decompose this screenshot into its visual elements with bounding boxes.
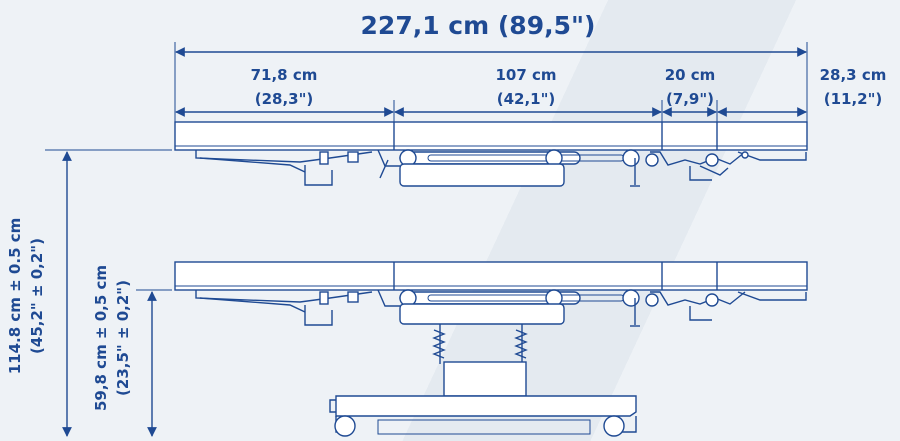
min-height-inch-label: (23,5" ± 0,2") bbox=[114, 280, 132, 396]
base-frame bbox=[335, 395, 637, 417]
segment-head-cm-label: 71,8 cm bbox=[251, 66, 318, 84]
min-height-cm-label: 59,8 cm ± 0,5 cm bbox=[92, 265, 110, 411]
max-height-inch-label: (45,2" ± 0,2") bbox=[28, 238, 46, 354]
upper-center-block bbox=[399, 163, 565, 187]
segment-foot-inch-label: (11,2") bbox=[824, 90, 883, 108]
lower-table-drawing bbox=[174, 261, 808, 437]
upper-tabletop bbox=[174, 121, 808, 151]
total-length-label: 227,1 cm (89,5") bbox=[361, 11, 596, 40]
caster-left bbox=[334, 415, 356, 437]
segment-small-cm-label: 20 cm bbox=[665, 66, 716, 84]
caster-right bbox=[603, 415, 625, 437]
segment-small-inch-label: (7,9") bbox=[666, 90, 714, 108]
segment-foot-cm-label: 28,3 cm bbox=[820, 66, 887, 84]
segment-middle-cm-label: 107 cm bbox=[495, 66, 556, 84]
lower-tabletop bbox=[174, 261, 808, 291]
segment-middle-inch-label: (42,1") bbox=[497, 90, 556, 108]
column-housing bbox=[443, 361, 527, 397]
upper-table-drawing bbox=[174, 121, 808, 187]
segment-head-inch-label: (28,3") bbox=[255, 90, 314, 108]
max-height-cm-label: 114.8 cm ± 0.5 cm bbox=[6, 218, 24, 375]
